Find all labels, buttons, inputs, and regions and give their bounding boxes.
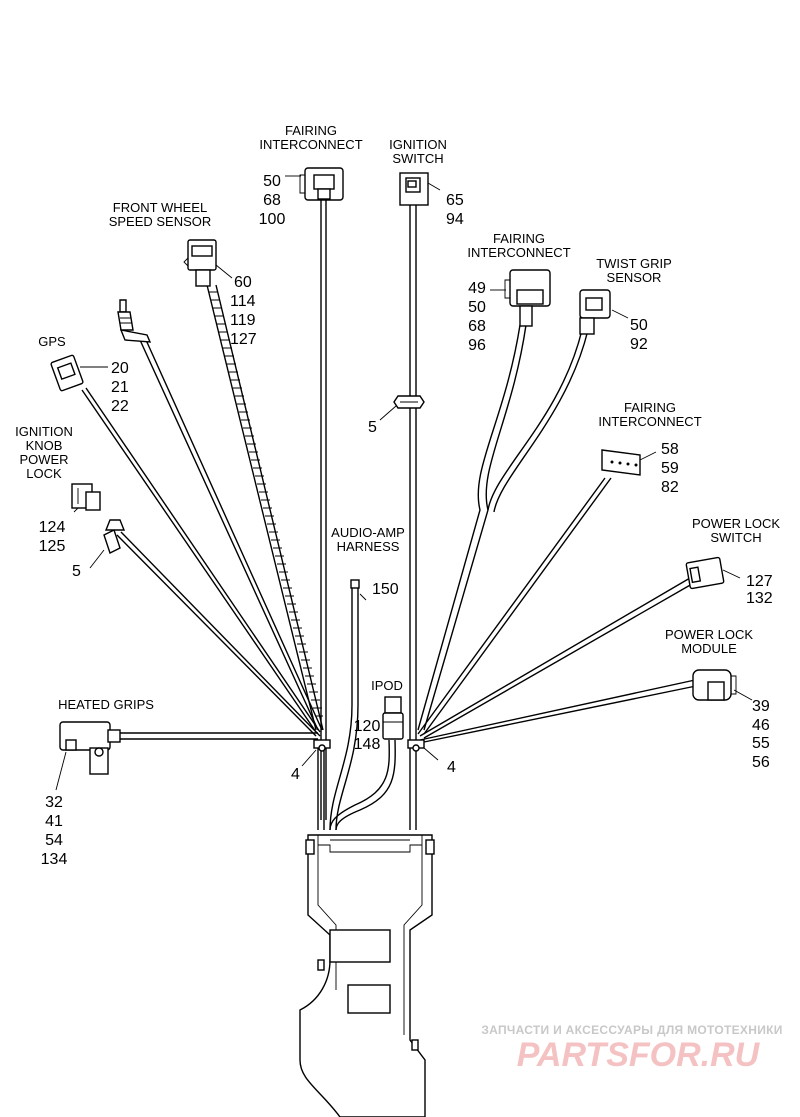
label-front-wheel-speed-sensor-line-2: SPEED SENSOR — [109, 214, 212, 229]
pn-fairing-top-2: 68 — [263, 192, 281, 209]
label-ignition-switch-line-2: SWITCH — [392, 151, 443, 166]
pn-power-lock-module-3: 55 — [752, 735, 770, 752]
label-gps: GPS — [38, 334, 66, 349]
fairing-interconnect-right-connector — [601, 449, 641, 476]
pn-twist-grip-1: 50 — [630, 317, 648, 334]
power-lock-switch-connector — [685, 556, 725, 590]
fairing-interconnect-top-connector — [299, 167, 344, 201]
label-power-lock-module-line-1: POWER LOCK — [665, 627, 753, 642]
heated-grips-connector — [59, 721, 121, 775]
pn-fairing-mid-4: 96 — [468, 337, 486, 354]
pn-speed-sensor-4: 127 — [230, 331, 257, 348]
pn-speed-sensor-2: 114 — [230, 293, 256, 310]
label-ignition-knob-line-4: LOCK — [26, 466, 62, 481]
pn-gps-2: 21 — [111, 379, 129, 396]
pn-audio-amp: 150 — [372, 581, 399, 598]
pn-fairing-top-1: 50 — [263, 173, 281, 190]
twist-grip-sensor-connector — [579, 289, 611, 335]
label-fairing-interconnect-top-line-2: INTERCONNECT — [259, 137, 362, 152]
label-power-lock-module-line-2: MODULE — [681, 641, 737, 656]
pn-clip-center: 5 — [368, 419, 377, 436]
pn-power-lock-module-4: 56 — [752, 754, 770, 771]
pn-cable-tie-left: 4 — [291, 766, 300, 783]
leader-lines — [55, 175, 753, 791]
pn-heated-grips-2: 41 — [45, 813, 63, 830]
component-labels: FAIRING INTERCONNECT IGNITION SWITCH FRO… — [15, 123, 780, 712]
label-audio-amp-harness-line-1: AUDIO-AMP — [331, 525, 405, 540]
left-wire-bundle — [81, 200, 360, 831]
pn-fairing-top-3: 100 — [259, 211, 286, 228]
pn-fairing-right-1: 58 — [661, 441, 679, 458]
ignition-switch-connector — [399, 172, 429, 206]
pn-fairing-right-2: 59 — [661, 460, 679, 477]
pn-power-lock-switch-1: 127 — [746, 573, 773, 590]
label-fairing-interconnect-mid-line-1: FAIRING — [493, 231, 545, 246]
pn-speed-sensor-1: 60 — [234, 274, 252, 291]
pn-ignition-switch-2: 94 — [446, 211, 464, 228]
right-wire-bundle — [329, 205, 697, 831]
pn-fairing-mid-1: 49 — [468, 280, 486, 297]
label-ignition-knob-line-2: KNOB — [26, 438, 63, 453]
label-ignition-switch-line-1: IGNITION — [389, 137, 447, 152]
ipod-connector — [382, 696, 404, 740]
label-fairing-interconnect-top-line-1: FAIRING — [285, 123, 337, 138]
pn-cable-tie-right: 4 — [447, 759, 456, 776]
label-fairing-interconnect-right-line-1: FAIRING — [624, 400, 676, 415]
pn-power-lock-module-1: 39 — [752, 698, 770, 715]
label-fairing-interconnect-mid-line-2: INTERCONNECT — [467, 245, 570, 260]
pn-gps-1: 20 — [111, 360, 129, 377]
pn-fairing-right-3: 82 — [661, 479, 679, 496]
pn-speed-sensor-3: 119 — [230, 312, 256, 329]
label-heated-grips: HEATED GRIPS — [58, 697, 154, 712]
gps-connector — [50, 354, 84, 392]
watermark: ЗАПЧАСТИ И АКСЕССУАРЫ ДЛЯ МОТОТЕХНИКИ PA… — [481, 1023, 782, 1074]
pn-knob-2: 125 — [39, 538, 66, 555]
pn-power-lock-switch-2: 132 — [746, 590, 773, 607]
fairing-interconnect-mid-connector — [504, 269, 551, 327]
label-twist-grip-sensor-line-1: TWIST GRIP — [596, 256, 672, 271]
pn-twist-grip-2: 92 — [630, 336, 648, 353]
pn-fairing-mid-3: 68 — [468, 318, 486, 335]
part-number-callouts: 50 68 100 65 94 60 114 119 127 49 50 68 … — [39, 173, 773, 868]
pn-power-lock-module-2: 46 — [752, 717, 770, 734]
label-power-lock-switch-line-2: SWITCH — [710, 530, 761, 545]
label-fairing-interconnect-right-line-2: INTERCONNECT — [598, 414, 701, 429]
pn-ipod-1: 120 — [354, 718, 381, 735]
pn-fairing-mid-2: 50 — [468, 299, 486, 316]
pn-ipod-2: 148 — [354, 736, 381, 753]
power-lock-module-connector — [692, 669, 737, 701]
label-ignition-knob-line-1: IGNITION — [15, 424, 73, 439]
pn-ignition-switch-1: 65 — [446, 192, 464, 209]
label-power-lock-switch-line-1: POWER LOCK — [692, 516, 780, 531]
watermark-brand: PARTSFOR.RU — [517, 1036, 761, 1074]
main-harness-trunk — [299, 834, 435, 1117]
label-front-wheel-speed-sensor-line-1: FRONT WHEEL — [113, 200, 207, 215]
pn-heated-grips-3: 54 — [45, 832, 63, 849]
front-wheel-speed-sensor-connector — [183, 239, 217, 287]
ignition-knob-power-lock-connector — [71, 483, 101, 511]
watermark-tagline: ЗАПЧАСТИ И АКСЕССУАРЫ ДЛЯ МОТОТЕХНИКИ — [481, 1023, 782, 1037]
antenna-connector — [117, 299, 152, 343]
pn-knob-1: 124 — [39, 519, 66, 536]
label-audio-amp-harness-line-2: HARNESS — [337, 539, 400, 554]
left-push-clip — [103, 519, 126, 554]
label-twist-grip-sensor-line-2: SENSOR — [607, 270, 662, 285]
label-ipod: IPOD — [371, 678, 403, 693]
pn-clip-left: 5 — [72, 563, 81, 580]
pn-gps-3: 22 — [111, 398, 129, 415]
pn-heated-grips-1: 32 — [45, 794, 63, 811]
label-ignition-knob-line-3: POWER — [19, 452, 68, 467]
pn-heated-grips-4: 134 — [41, 851, 68, 868]
